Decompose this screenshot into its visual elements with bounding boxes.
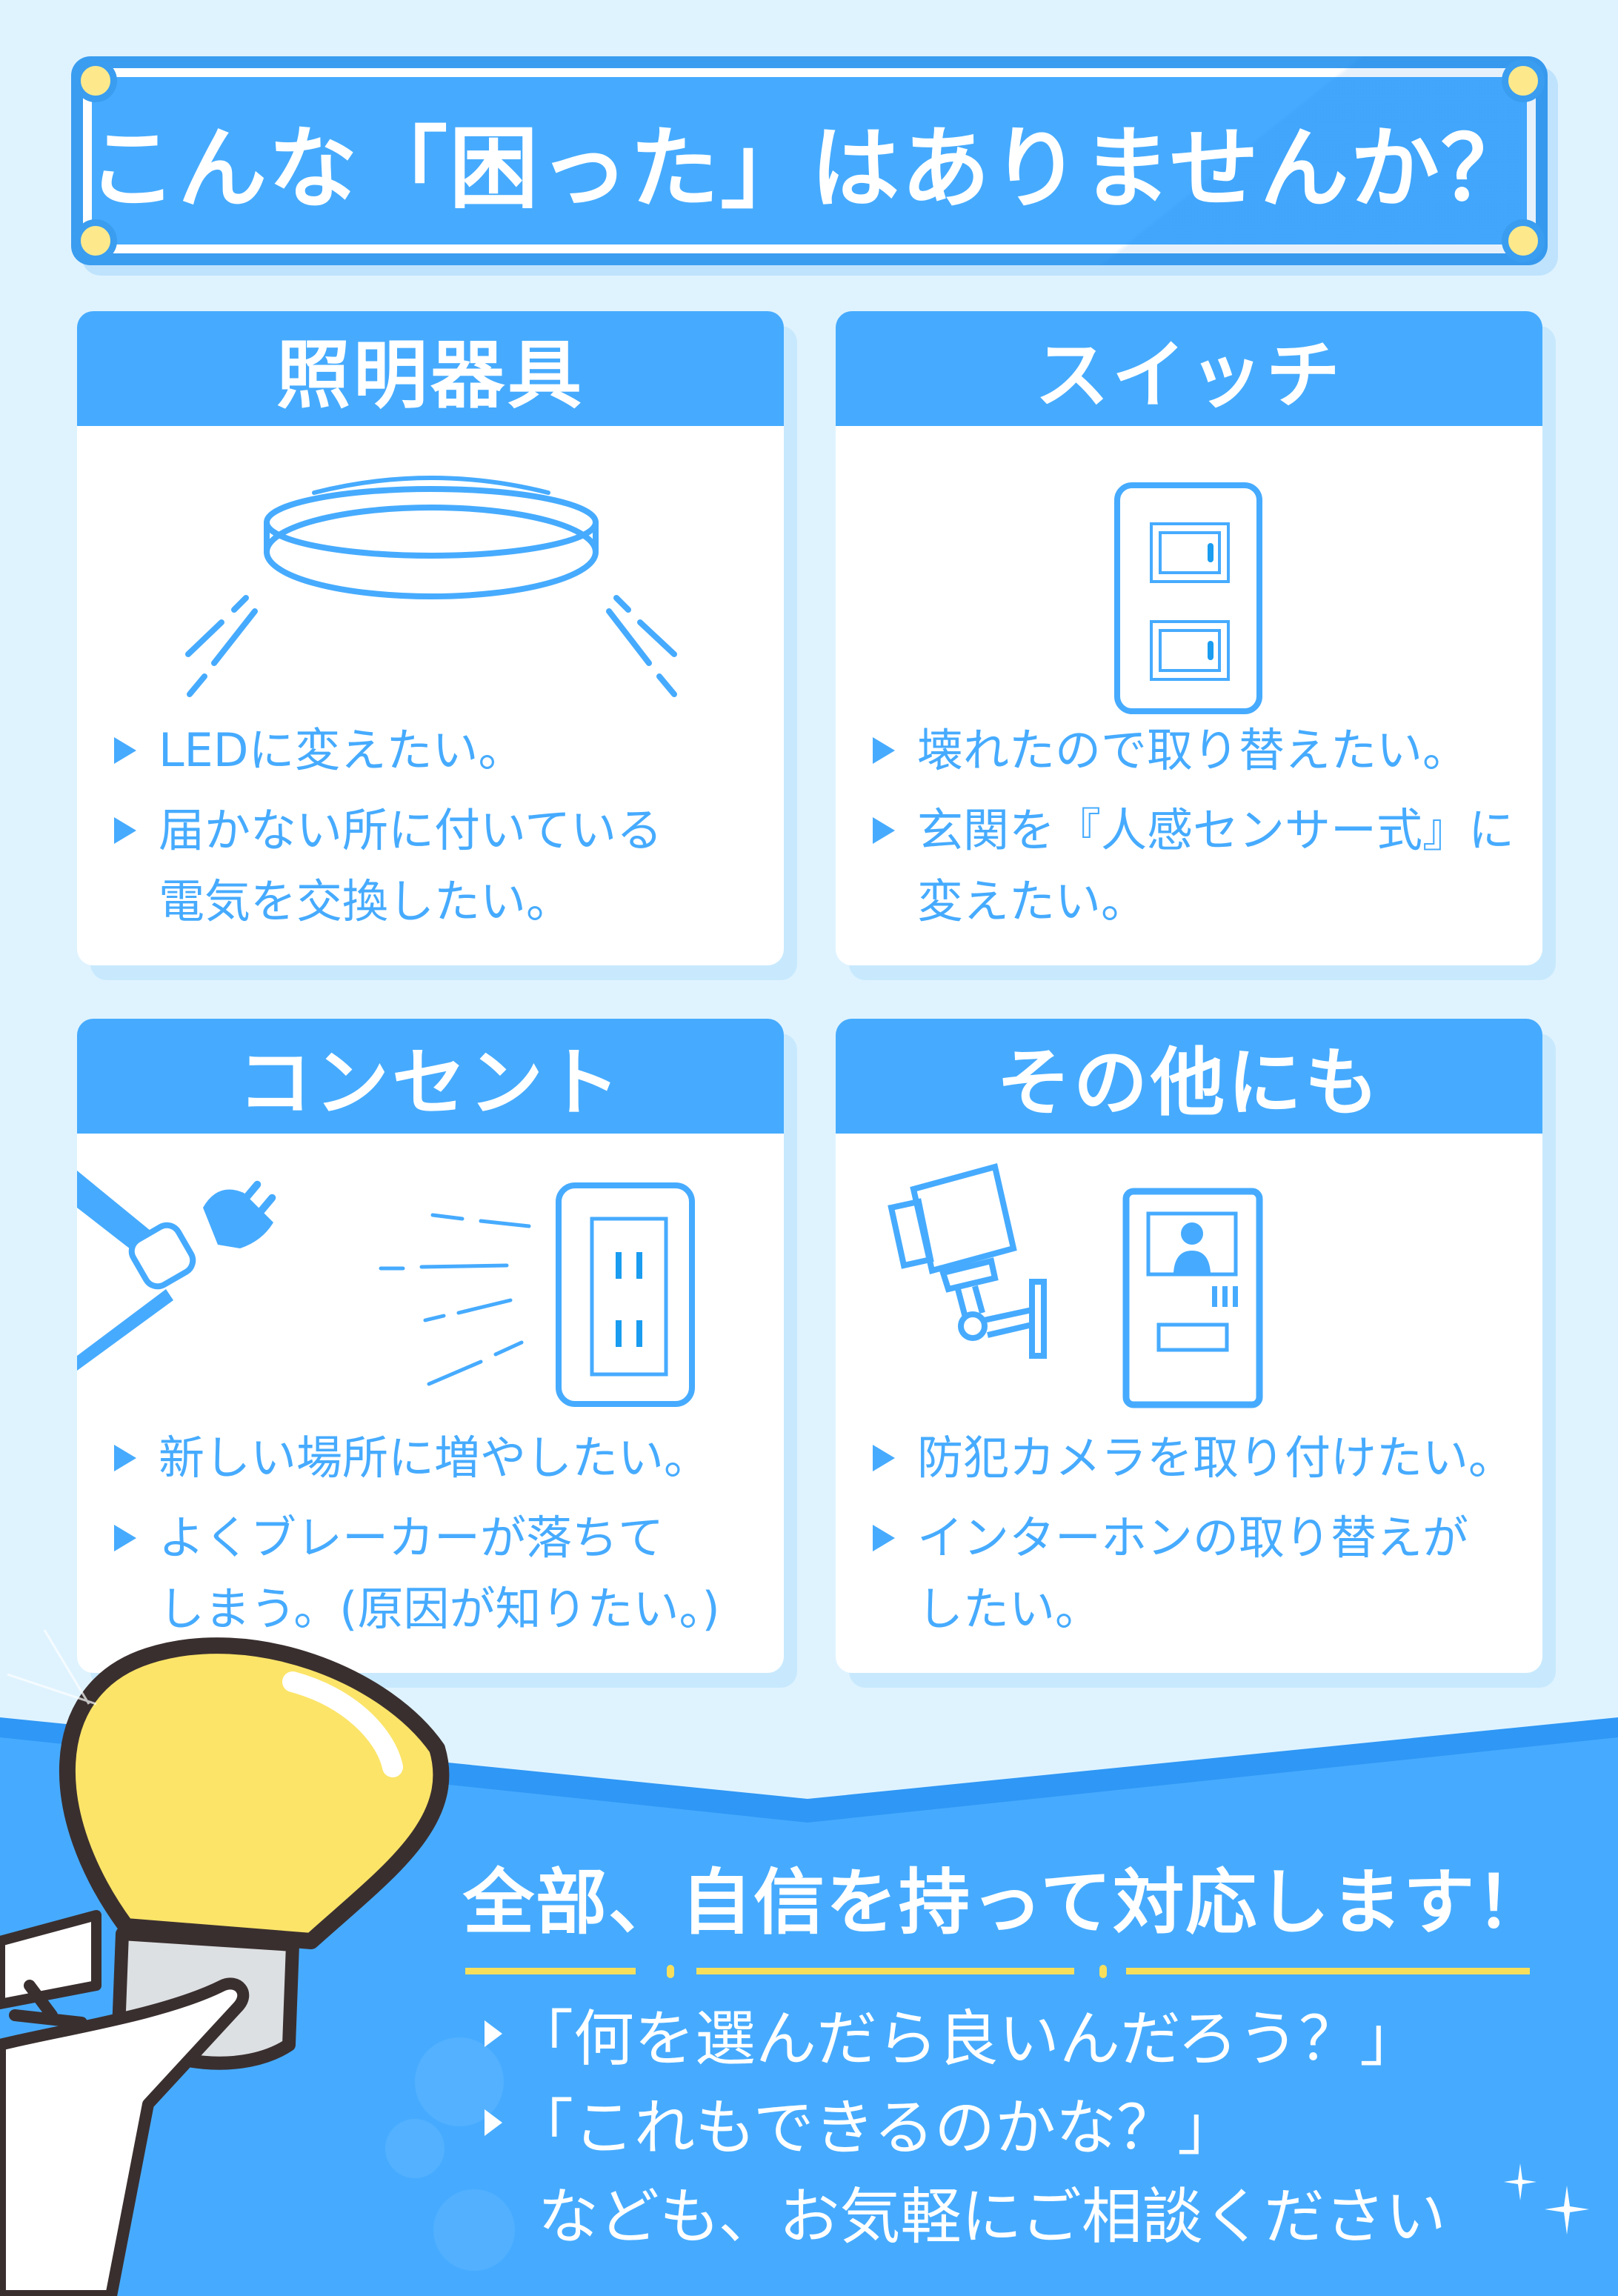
question-bullet: 「何を選んだら良いんだろう？」 bbox=[485, 1989, 1420, 2077]
card-item-list: LEDに変えたい。 届かない所に付いている電気を交換したい。 bbox=[114, 715, 769, 946]
card-outlet: コンセント 新しい場所に増やしたい。 よくブレーカーが落ちて bbox=[77, 1019, 784, 1673]
triangle-bullet-icon bbox=[114, 1525, 136, 1551]
triangle-bullet-icon bbox=[485, 2020, 502, 2047]
banner-frame bbox=[83, 68, 1536, 253]
page-title: こんな「困った」はありませんか？ bbox=[87, 118, 1531, 221]
list-item-text: 新しい場所に増やしたい。 bbox=[159, 1431, 710, 1485]
triangle-bullet-icon bbox=[114, 737, 136, 764]
headline-underline bbox=[465, 1968, 636, 1974]
card-lighting: 照明器具 LEDに変えたい。 届かない所に付いている電気を交換したい。 bbox=[77, 311, 784, 965]
list-item-text: 玄関を『人感センサー式』に変えたい。 bbox=[917, 803, 1515, 928]
wall-switch-icon bbox=[1114, 482, 1262, 714]
card-title: スイッチ bbox=[836, 311, 1542, 426]
underline-dot bbox=[667, 1965, 674, 1978]
headline-underline bbox=[1126, 1968, 1530, 1974]
list-item: よくブレーカーが落ちてしまう。(原因が知りたい。) bbox=[114, 1503, 769, 1645]
list-item: 届かない所に付いている電気を交換したい。 bbox=[114, 795, 769, 937]
triangle-bullet-icon bbox=[873, 817, 895, 844]
triangle-bullet-icon bbox=[114, 817, 136, 844]
card-item-list: 壊れたので取り替えたい。 玄関を『人感センサー式』に変えたい。 bbox=[873, 715, 1528, 946]
corner-dot-icon bbox=[1502, 59, 1545, 102]
list-item-text: LEDに変えたい。 bbox=[159, 723, 525, 777]
triangle-bullet-icon bbox=[485, 2109, 502, 2136]
list-item-text: 壊れたので取り替えたい。 bbox=[917, 723, 1469, 777]
camera-intercom-icon bbox=[888, 1163, 1263, 1408]
card-title: その他にも bbox=[836, 1019, 1542, 1134]
corner-dot-icon bbox=[74, 59, 117, 102]
question-text: 「何を選んだら良いんだろう？」 bbox=[513, 2004, 1421, 2074]
underline-dot bbox=[1099, 1965, 1107, 1978]
triangle-bullet-icon bbox=[114, 1445, 136, 1471]
question-text: 「これもできるのかな？」 bbox=[513, 2093, 1239, 2163]
list-item: インターホンの取り替えがしたい。 bbox=[873, 1503, 1528, 1645]
ceiling-light-icon bbox=[185, 476, 677, 697]
list-item: 防犯カメラを取り付けたい。 bbox=[873, 1422, 1528, 1494]
lightbulb-hand-icon bbox=[0, 1630, 450, 2296]
closing-text: なども、お気軽にご相談ください bbox=[538, 2182, 1446, 2252]
list-item: LEDに変えたい。 bbox=[114, 715, 769, 786]
corner-dot-icon bbox=[74, 219, 117, 262]
card-others: その他にも 防犯カメラを取り付けたい。 インターホンの取り替えがしたい。 bbox=[836, 1019, 1542, 1673]
question-bullet: 「これもできるのかな？」 bbox=[485, 2078, 1238, 2166]
triangle-bullet-icon bbox=[873, 737, 895, 764]
card-switch: スイッチ 壊れたので取り替えたい。 玄関を『人感センサー式』に変えたい。 bbox=[836, 311, 1542, 965]
header-banner: こんな「困った」はありませんか？ bbox=[71, 56, 1548, 265]
list-item: 壊れたので取り替えたい。 bbox=[873, 715, 1528, 786]
card-title: 照明器具 bbox=[77, 311, 784, 426]
bottom-headline: 全部、自信を持って対応します！ bbox=[463, 1861, 1549, 1944]
corner-dot-icon bbox=[1502, 219, 1545, 262]
triangle-bullet-icon bbox=[873, 1525, 895, 1551]
triangle-bullet-icon bbox=[873, 1445, 895, 1471]
outlet-plug-icon bbox=[77, 1171, 695, 1407]
list-item-text: 届かない所に付いている電気を交換したい。 bbox=[159, 803, 663, 928]
list-item-text: インターホンの取り替えがしたい。 bbox=[917, 1511, 1469, 1636]
sparkle-icon bbox=[1504, 2163, 1589, 2235]
headline-underline bbox=[696, 1968, 1074, 1974]
card-item-list: 防犯カメラを取り付けたい。 インターホンの取り替えがしたい。 bbox=[873, 1422, 1528, 1654]
list-item: 新しい場所に増やしたい。 bbox=[114, 1422, 769, 1494]
card-title: コンセント bbox=[77, 1019, 784, 1134]
list-item: 玄関を『人感センサー式』に変えたい。 bbox=[873, 795, 1528, 937]
list-item-text: 防犯カメラを取り付けたい。 bbox=[917, 1431, 1515, 1485]
card-item-list: 新しい場所に増やしたい。 よくブレーカーが落ちてしまう。(原因が知りたい。) bbox=[114, 1422, 769, 1654]
list-item-text: よくブレーカーが落ちてしまう。(原因が知りたい。) bbox=[159, 1511, 720, 1636]
